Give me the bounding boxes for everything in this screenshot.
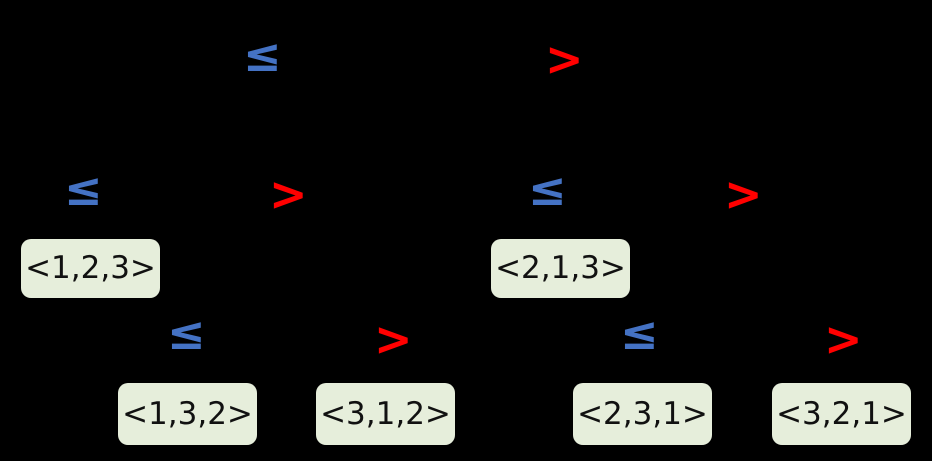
edge-label-l2-a-right: > (269, 167, 308, 221)
leaf-node-leaf-132: <1,3,2> (118, 383, 257, 445)
leaf-node-leaf-231: <2,3,1> (573, 383, 712, 445)
leaf-node-leaf-123: <1,2,3> (21, 239, 160, 298)
edge-label-l2-b-right: > (724, 167, 763, 221)
leaf-node-leaf-321: <3,2,1> (772, 383, 911, 445)
leaf-node-leaf-312: <3,1,2> (316, 383, 455, 445)
edge-label-root-right: > (545, 32, 584, 86)
edge-label-l3-b-left: ≤ (620, 306, 659, 360)
edge-label-l2-a-left: ≤ (64, 162, 103, 216)
edge-label-l3-a-left: ≤ (167, 306, 206, 360)
leaf-node-leaf-213: <2,1,3> (491, 239, 630, 298)
edge-label-l3-b-right: > (824, 312, 863, 366)
edge-label-root-left: ≤ (243, 28, 282, 82)
edge-label-l3-a-right: > (374, 312, 413, 366)
edge-label-l2-b-left: ≤ (528, 162, 567, 216)
